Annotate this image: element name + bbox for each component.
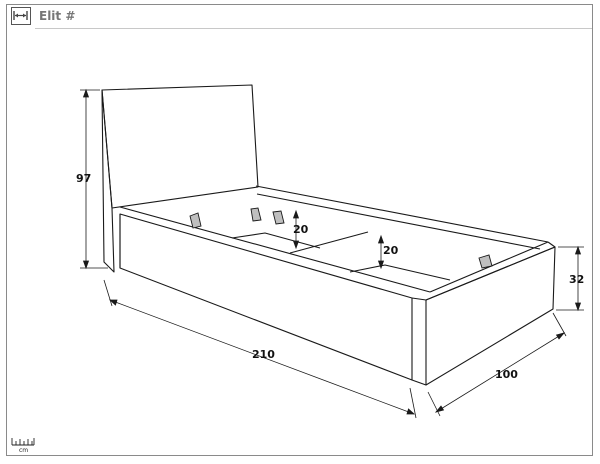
arrow-head xyxy=(406,408,416,415)
inner-slat-left xyxy=(231,232,321,249)
brackets xyxy=(189,207,493,269)
arrow-head xyxy=(555,332,566,340)
arrow-head xyxy=(292,209,300,219)
dim-label-width: 100 xyxy=(495,368,518,381)
far-rail-top xyxy=(255,185,549,243)
far-rail-bottom xyxy=(256,193,541,250)
headboard-front xyxy=(101,84,259,209)
bracket-icon xyxy=(272,210,285,225)
dim-label-inner-b: 20 xyxy=(383,244,399,257)
arrow-head xyxy=(108,299,118,306)
product-title: Elit # xyxy=(39,9,76,23)
dim-line-width xyxy=(435,332,565,413)
footboard-corner-bottom xyxy=(411,379,427,386)
dim-label-inner-a: 20 xyxy=(293,223,309,236)
arrow-head xyxy=(82,88,90,98)
arrow-head xyxy=(292,240,300,250)
dim-ext-length-end xyxy=(409,387,417,419)
header-bar: Elit # xyxy=(7,5,592,29)
bed-outline xyxy=(101,84,556,386)
bracket-icon xyxy=(189,212,202,229)
dim-ext-width-end xyxy=(552,312,567,337)
bracket-icon xyxy=(250,207,262,222)
dim-label-headboard-height: 97 xyxy=(76,172,91,185)
footboard-corner-edge xyxy=(411,297,427,301)
arrow-head xyxy=(574,302,582,312)
arrow-head xyxy=(434,405,445,413)
footboard-top-cap xyxy=(547,241,556,248)
side-rail-top xyxy=(119,206,431,293)
width-measure-icon-glyph xyxy=(13,11,28,20)
bracket-icon xyxy=(478,254,493,269)
header-divider xyxy=(35,28,592,29)
dimension-lines xyxy=(80,88,584,419)
dim-ext-width-start xyxy=(427,391,441,417)
inner-divider-rail xyxy=(289,231,369,254)
dim-label-length: 210 xyxy=(252,348,275,361)
dim-label-frame-height: 32 xyxy=(569,273,584,286)
arrow-head xyxy=(574,245,582,255)
dim-ext-length-start xyxy=(103,279,113,307)
headboard-side xyxy=(101,89,115,273)
width-measure-icon[interactable] xyxy=(11,7,31,25)
dim-line-length xyxy=(109,299,415,415)
footboard-end-face xyxy=(425,246,556,386)
footboard-top-outer xyxy=(425,246,556,301)
arrow-head xyxy=(377,260,385,270)
ruler-unit-label: cm xyxy=(19,447,28,454)
ruler-icon: cm xyxy=(11,438,35,454)
arrow-head xyxy=(82,260,90,270)
inner-slat-right xyxy=(349,264,451,281)
arrow-head xyxy=(377,234,385,244)
